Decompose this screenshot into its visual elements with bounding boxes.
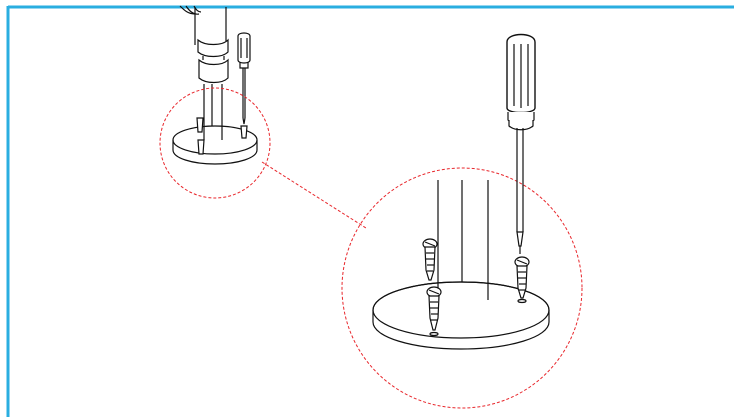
overview-callout-circle <box>159 87 271 199</box>
screw-icon <box>196 117 248 155</box>
detail-screw-left-icon <box>422 238 438 281</box>
detail-screwdriver-icon <box>506 33 536 254</box>
detail-base-plate-icon <box>372 281 550 350</box>
callout-connector-line <box>261 161 367 229</box>
detail-callout-circle <box>341 167 583 409</box>
base-plate-icon <box>172 125 258 165</box>
detail-screw-front-icon <box>426 286 442 337</box>
overview-group <box>172 5 258 165</box>
screwdriver-icon <box>237 32 251 125</box>
pole-icon <box>194 7 229 145</box>
detail-screw-right-icon <box>514 256 530 304</box>
hand-icon <box>179 5 202 15</box>
detail-group <box>372 33 550 350</box>
